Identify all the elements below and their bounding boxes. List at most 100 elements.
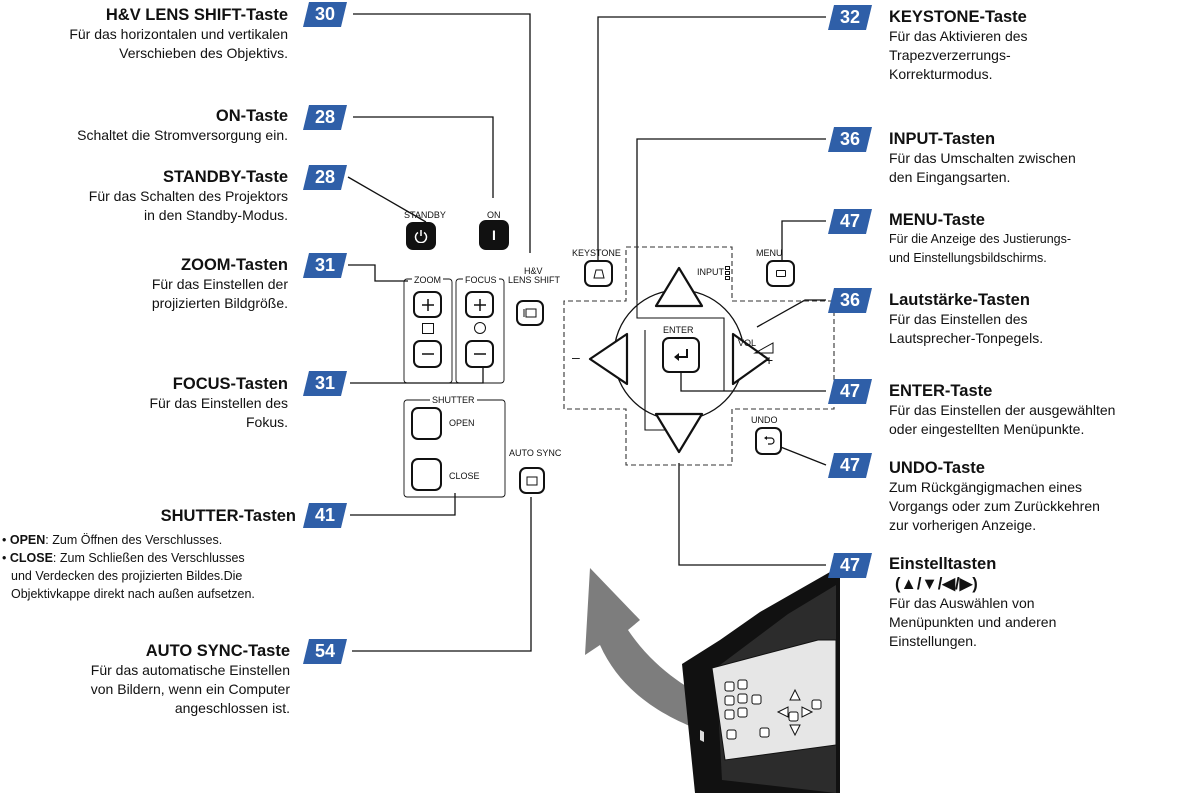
callout-title: STANDBY-Taste (163, 168, 288, 186)
callout-title: SHUTTER-Tasten (160, 507, 296, 525)
shutter-open-button[interactable] (411, 407, 442, 440)
callout-title: Einstelltasten (889, 555, 997, 573)
callout-desc-line: Für das Schalten des Projektors (88, 188, 288, 204)
enter-icon (674, 349, 688, 361)
bullet-open: • OPEN: Zum Öffnen des Verschlusses. (2, 533, 223, 547)
pointer-arrow (585, 568, 712, 730)
zoom-minus-button[interactable] (413, 340, 442, 368)
page-badge-on: 28 (303, 105, 347, 130)
undo-icon (763, 436, 775, 445)
bullet-close: • CLOSE: Zum Schließen des Verschlusses (2, 551, 245, 565)
label-undo: UNDO (751, 415, 778, 425)
callout-desc-line: angeschlossen ist. (174, 700, 290, 716)
page-badge-undo: 47 (828, 453, 872, 478)
page-badge-adjust: 47 (828, 553, 872, 578)
callout-title: KEYSTONE-Taste (889, 8, 1027, 26)
callout-desc-line: Für das Einstellen der ausgewählten (889, 402, 1116, 418)
page-badge-focus: 31 (303, 371, 347, 396)
menu-button[interactable] (766, 260, 795, 287)
callout-on: ON-Taste Schaltet die Stromversorgung ei… (0, 106, 288, 145)
page-badge-zoom: 31 (303, 253, 347, 278)
callout-desc-line: Trapezverzerrungs- (889, 47, 1011, 63)
label-minus: – (572, 349, 580, 365)
label-vol: VOL (738, 338, 757, 348)
projector-illustration (682, 572, 840, 793)
callout-title: MENU-Taste (889, 211, 985, 229)
label-plus: + (765, 352, 774, 368)
leader-lines (347, 13, 827, 652)
on-button[interactable]: I (479, 220, 509, 250)
label-open: OPEN (449, 418, 475, 428)
callout-desc-line: Einstellungen. (889, 633, 977, 649)
callout-desc-line: Lautsprecher-Tonpegels. (889, 330, 1044, 346)
callout-standby: STANDBY-Taste Für das Schalten des Proje… (0, 167, 288, 225)
leader-zoom (348, 264, 408, 282)
callout-desc-line: Zum Rückgängigmachen eines (889, 479, 1082, 495)
callout-volume: Lautstärke-Tasten Für das Einstellen des… (889, 290, 1179, 348)
power-icon (414, 230, 428, 243)
leader-standby (347, 176, 427, 223)
right-arrow-icon (731, 332, 770, 386)
leader-input (636, 138, 826, 300)
page-badge-shutter: 41 (303, 503, 347, 528)
callout-title: Lautstärke-Tasten (889, 291, 1030, 309)
label-menu: MENU (756, 248, 783, 258)
enter-button[interactable] (662, 337, 700, 373)
callout-adjust: Einstelltasten (▲/▼/◀/▶) Für das Auswähl… (889, 554, 1179, 651)
plus-icon (421, 298, 434, 311)
callout-desc-line: Menüpunkten und anderen (889, 614, 1057, 630)
label-input: INPUT (697, 267, 724, 277)
menu-icon (775, 270, 786, 277)
bullet-close-cont: und Verdecken des projizierten Bildes.Di… (11, 569, 243, 583)
page-badge-autosync: 54 (303, 639, 347, 664)
page-badge-keystone: 32 (828, 5, 872, 30)
callout-desc-line: Für das Aktivieren des (889, 28, 1028, 44)
callout-title: FOCUS-Tasten (172, 375, 288, 393)
standby-button[interactable] (406, 222, 436, 250)
page-badge-standby: 28 (303, 165, 347, 190)
auto-sync-button[interactable] (519, 467, 545, 494)
page-badge-input: 36 (828, 127, 872, 152)
on-glyph: I (492, 227, 496, 243)
callout-desc-line: in den Standby-Modus. (144, 207, 288, 223)
label-close: CLOSE (449, 471, 480, 481)
callout-desc-line: projizierten Bildgröße. (151, 295, 288, 311)
focus-minus-button[interactable] (465, 340, 494, 368)
up-arrow-icon (654, 266, 704, 308)
zoom-plus-button[interactable] (413, 291, 442, 318)
label-zoom: ZOOM (412, 275, 443, 285)
lens-shift-icon (523, 308, 537, 318)
keystone-icon (592, 269, 605, 278)
label-shutter: SHUTTER (430, 395, 477, 405)
label-on: ON (487, 210, 501, 220)
callout-hv-lens-shift: H&V LENS SHIFT-Taste Für das horizontale… (0, 5, 288, 63)
page-badge-enter: 47 (828, 379, 872, 404)
lens-shift-button[interactable] (516, 300, 544, 326)
shutter-bullets: • OPEN: Zum Öffnen des Verschlusses. • C… (2, 531, 292, 603)
volume-icon (753, 342, 774, 354)
leader-adjust (678, 463, 826, 566)
callout-desc-line: Schaltet die Stromversorgung ein. (77, 127, 288, 143)
shutter-close-button[interactable] (411, 458, 442, 491)
callout-autosync: AUTO SYNC-Taste Für das automatische Ein… (0, 641, 290, 718)
focus-plus-button[interactable] (465, 291, 494, 318)
undo-button[interactable] (755, 427, 782, 455)
callout-title: ZOOM-Tasten (181, 256, 288, 274)
callout-desc-line: Korrekturmodus. (889, 66, 993, 82)
callout-shutter: SHUTTER-Tasten (0, 506, 296, 526)
label-lens-shift: LENS SHIFT (508, 275, 561, 285)
keystone-button[interactable] (584, 260, 613, 287)
page-badge-volume: 36 (828, 288, 872, 313)
callout-menu: MENU-Taste Für die Anzeige des Justierun… (889, 210, 1179, 268)
minus-icon (473, 353, 486, 355)
callout-desc-line: Fokus. (245, 414, 288, 430)
callout-desc-line: den Eingangsarten. (889, 169, 1011, 185)
label-focus: FOCUS (463, 275, 499, 285)
callout-keystone: KEYSTONE-Taste Für das Aktivieren des Tr… (889, 7, 1179, 84)
label-keystone: KEYSTONE (572, 248, 621, 258)
zoom-icon (422, 323, 434, 334)
input-icon (725, 266, 730, 280)
leader-autosync (352, 497, 532, 652)
callout-input: INPUT-Tasten Für das Umschalten zwischen… (889, 129, 1179, 187)
